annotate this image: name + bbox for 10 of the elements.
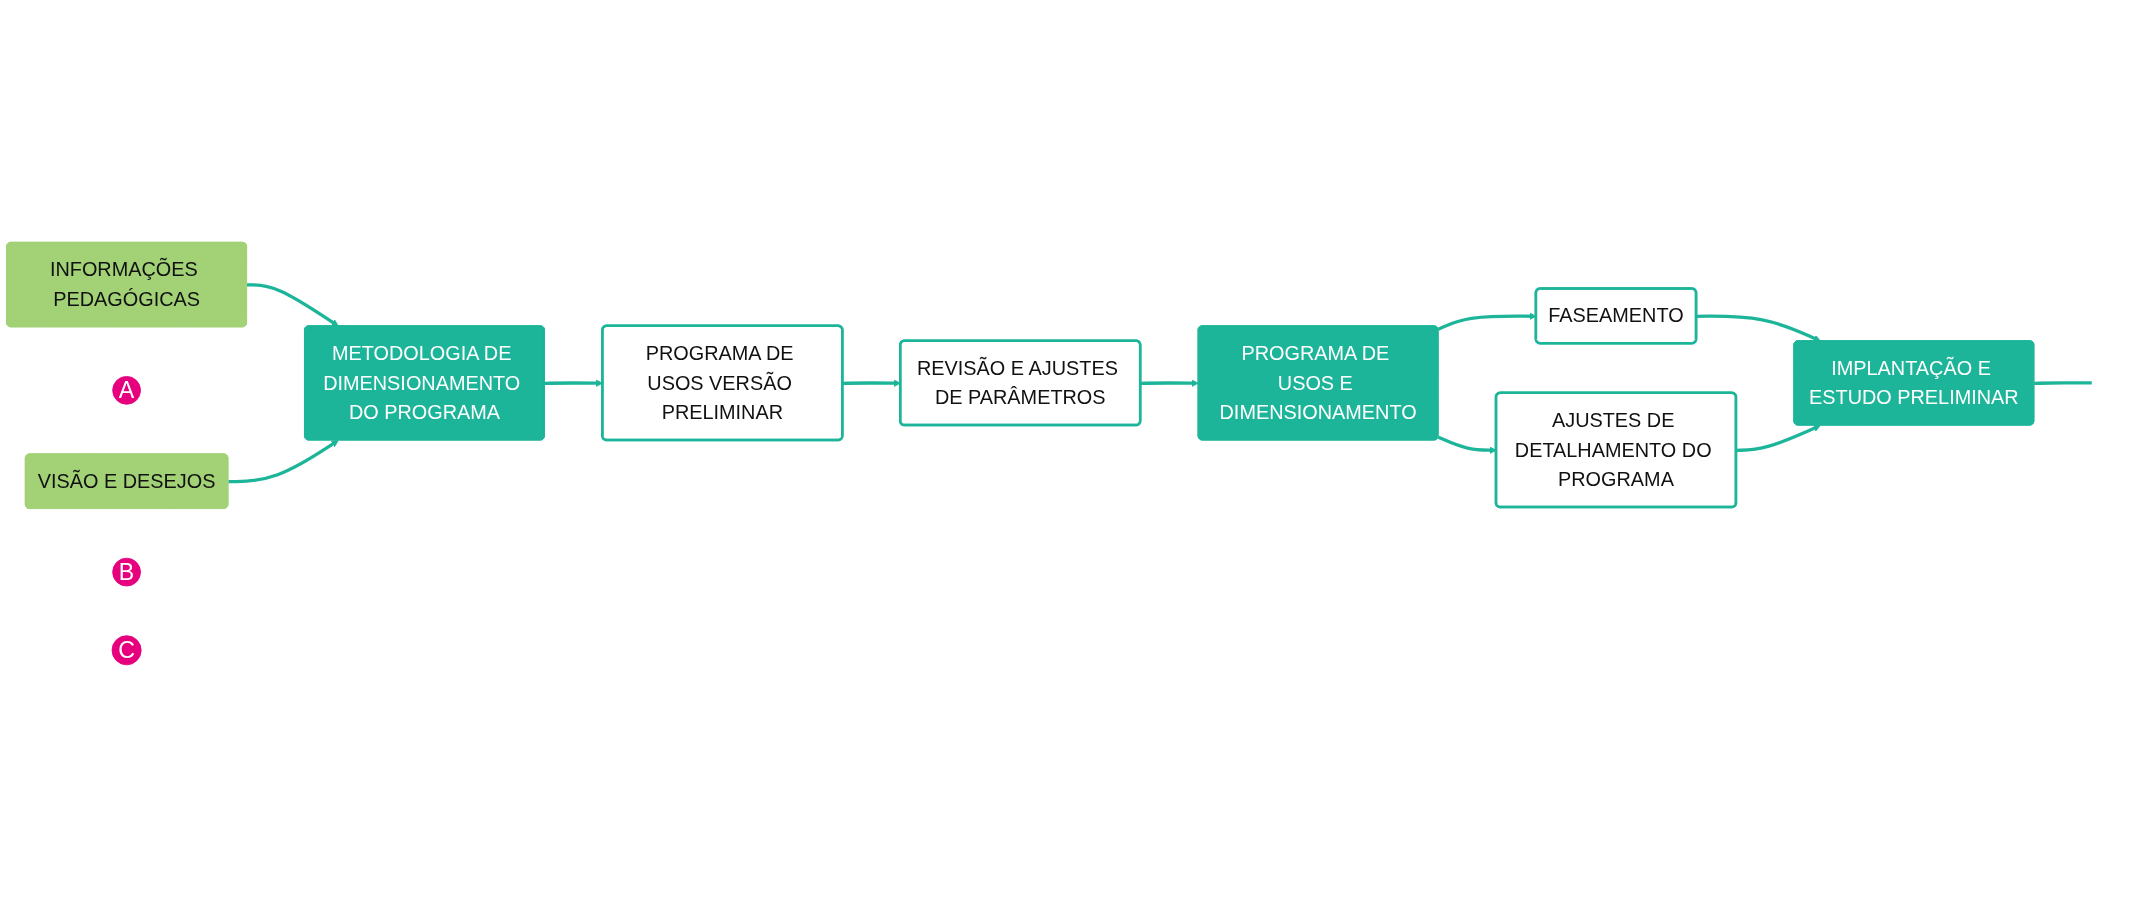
node-circle: A xyxy=(112,376,141,405)
connector xyxy=(2034,381,2092,385)
node-circle: C xyxy=(111,635,142,666)
arrow xyxy=(228,440,339,484)
arrow xyxy=(1696,314,1821,342)
arrow xyxy=(1736,424,1821,452)
arrow xyxy=(842,379,901,387)
arrow xyxy=(246,283,339,327)
node-circle: B xyxy=(112,557,141,587)
arrow xyxy=(1140,379,1199,387)
